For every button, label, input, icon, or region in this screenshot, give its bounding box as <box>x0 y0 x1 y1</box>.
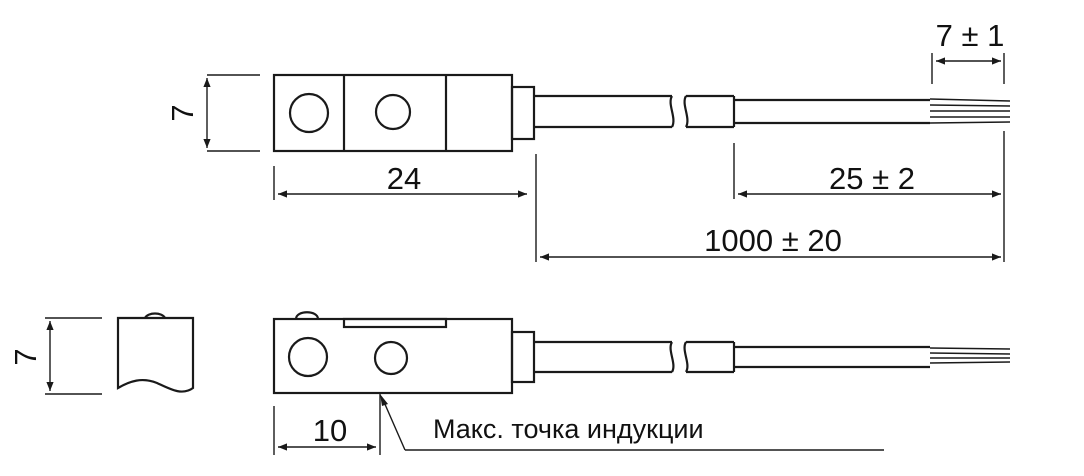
side-height-label: 7 <box>8 348 43 365</box>
top-height-label: 7 <box>165 104 200 121</box>
mounting-hole-icon <box>288 92 330 134</box>
sensing-offset-label: 10 <box>313 413 347 448</box>
dimension-body-length: 24 <box>273 161 527 200</box>
dimension-top-height: 7 <box>165 74 260 152</box>
top-view: 7 24 25 ± 2 7 ± 1 1000 ± 20 <box>165 18 1011 262</box>
body-length-label: 24 <box>387 161 421 196</box>
dimension-strip-length: 25 ± 2 <box>733 131 1005 262</box>
tip-length-label: 7 ± 1 <box>936 18 1005 53</box>
cable-length-label: 1000 ± 20 <box>704 223 842 258</box>
dimension-tip-length: 7 ± 1 <box>931 18 1005 84</box>
sensing-point-leader: Макс. точка индукции <box>380 394 884 451</box>
mounting-hole-icon <box>374 93 412 131</box>
end-view: 7 <box>8 312 195 395</box>
mounting-hole-icon <box>287 336 329 378</box>
mounting-hole-icon <box>373 340 409 376</box>
dimension-sensing-offset: 10 <box>273 394 381 455</box>
side-view: 10 Макс. точка индукции <box>272 311 1011 455</box>
sensor-end-profile <box>116 316 195 393</box>
strip-length-label: 25 ± 2 <box>829 161 915 196</box>
cable-top <box>534 94 1011 129</box>
sensing-point-label: Макс. точка индукции <box>433 414 704 444</box>
dimension-cable-length: 1000 ± 20 <box>535 154 1001 262</box>
sensor-body-side <box>272 311 536 395</box>
cable-gland <box>510 330 536 384</box>
cable-gland <box>510 85 536 141</box>
sensor-body-top <box>272 73 536 153</box>
cable-side <box>534 340 1011 374</box>
